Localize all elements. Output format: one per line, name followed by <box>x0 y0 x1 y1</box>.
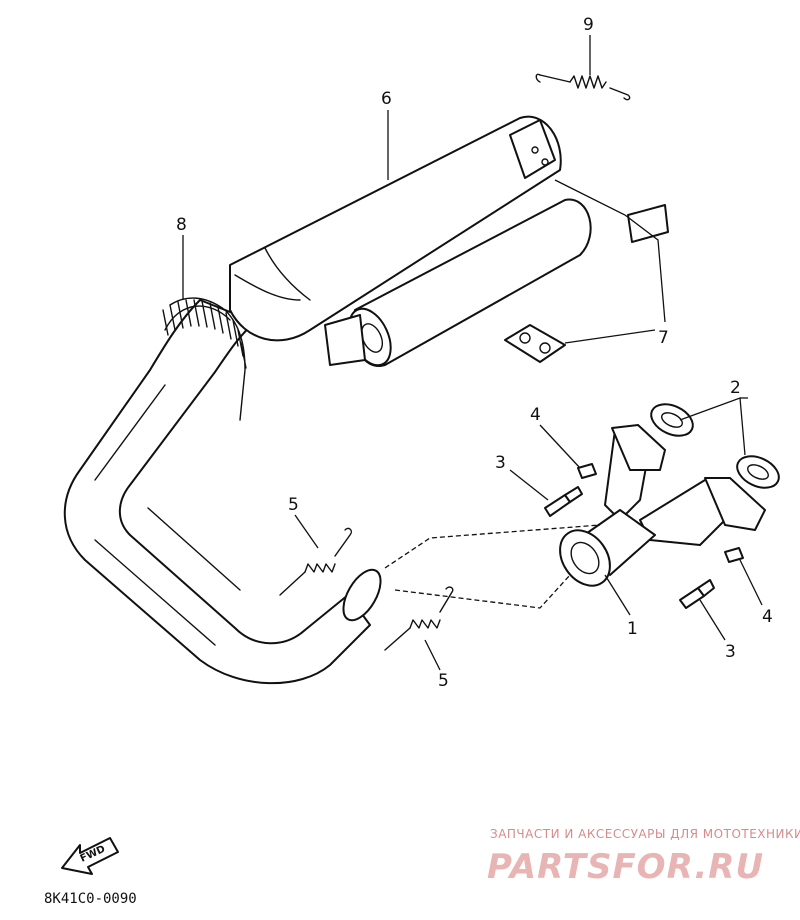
callout-5-lower: 5 <box>438 671 449 691</box>
nut-left <box>577 463 597 479</box>
gasket-upper <box>650 403 694 437</box>
watermark-tagline: ЗАПЧАСТИ И АКСЕССУАРЫ ДЛЯ МОТОТЕХНИКИ <box>490 827 800 841</box>
callout-9: 9 <box>583 15 594 35</box>
callout-3-right: 3 <box>725 642 736 662</box>
callout-3-left: 3 <box>495 453 506 473</box>
fwd-arrow-icon: FWD <box>61 837 119 875</box>
drawing-code: 8K41C0-0090 <box>44 891 137 907</box>
bolt-left <box>544 486 583 517</box>
gasket-lower <box>736 455 780 489</box>
leader-lines <box>182 35 763 671</box>
spring-5-lower <box>384 586 454 651</box>
bolt-right <box>679 579 715 609</box>
callout-5-upper: 5 <box>288 495 299 515</box>
callout-8: 8 <box>176 215 187 235</box>
spring-5-upper <box>279 527 353 596</box>
y-manifold <box>559 424 766 587</box>
callout-4-right: 4 <box>762 607 773 627</box>
nut-right <box>724 547 744 563</box>
heat-wrap-coil <box>162 297 247 421</box>
exhaust-pipe <box>63 299 382 685</box>
muffler <box>229 115 669 367</box>
spring-9 <box>535 73 631 101</box>
watermark-logo: PARTSFOR.RU <box>487 847 764 887</box>
callout-6: 6 <box>381 89 392 109</box>
callout-4-left: 4 <box>530 405 541 425</box>
callout-2: 2 <box>730 378 741 398</box>
callout-7: 7 <box>658 328 669 348</box>
callout-1: 1 <box>627 619 638 639</box>
